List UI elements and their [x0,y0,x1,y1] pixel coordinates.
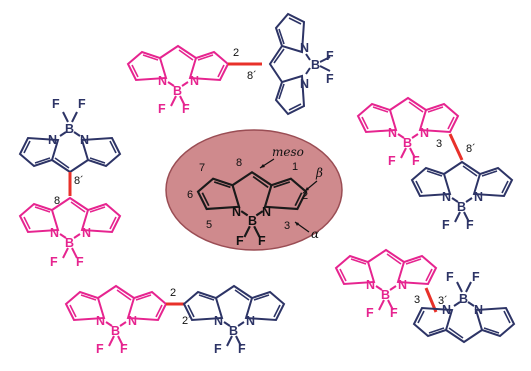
dimer-8-8prime-top-locant: 8´ [74,175,84,187]
core-position-2: 2 [302,190,308,202]
core-structure: N B N F F 8 7 6 5 3 2 1 meso β α [165,129,343,251]
atom-f: F [78,97,86,111]
dimer-8-8prime-unit-top [19,111,121,173]
atom-f: F [238,342,246,356]
atom-b: B [173,84,182,98]
dimer-2-8prime-right-locant: 8´ [247,70,257,82]
atom-n: N [82,226,91,240]
atom-f: F [52,97,60,111]
atom-n: N [158,74,167,88]
core-atom-b: B [248,214,257,228]
atom-f: F [158,102,166,116]
dimer-3-8prime-right-locant: 8´ [466,143,476,155]
atom-f: F [412,154,420,168]
atom-f: F [120,342,128,356]
core-label-meso: meso [272,145,304,159]
atom-n: N [50,226,59,240]
dimer-3-3prime-right-locant: 3´ [438,295,448,307]
dimer-2-8prime-left-locant: 2 [233,47,239,59]
core-atom-n-right: N [262,205,271,219]
atom-n: N [442,190,451,204]
dimer-2-2prime: N B N F F 2 2´ N B N F F [65,285,285,356]
atom-b: B [459,292,468,306]
atom-n: N [190,74,199,88]
atom-f: F [50,255,58,269]
atom-b: B [457,200,466,214]
atom-f: F [472,270,480,284]
atom-n: N [388,126,397,140]
atom-b: B [229,324,238,338]
core-atom-n-left: N [232,205,241,219]
dimer-3-8prime-left-locant: 3 [436,138,442,150]
atom-f: F [76,255,84,269]
atom-n: N [474,190,483,204]
core-atom-f-left: F [236,234,244,248]
atom-f: F [366,306,374,320]
core-position-5: 5 [206,219,212,231]
atom-n: N [442,303,451,317]
atom-f: F [466,218,474,232]
core-position-1: 1 [292,161,298,173]
dimer-8-8prime: B N N F F 8´ 8 N B N F F [19,97,121,269]
core-position-8: 8 [236,157,242,169]
dimer-3-3prime: N B N F F 3 3´ B N N F F [335,249,515,343]
atom-f: F [214,342,222,356]
atom-f: F [96,342,104,356]
atom-n: N [128,314,137,328]
atom-n: N [300,77,309,91]
core-ellipse [165,129,343,251]
atom-n: N [96,314,105,328]
atom-f: F [390,306,398,320]
atom-n: N [474,303,483,317]
atom-b: B [65,122,74,136]
dimer-3-3prime-left-locant: 3 [414,294,420,306]
atom-b: B [65,236,74,250]
core-label-alpha: α [311,227,319,241]
atom-f: F [388,154,396,168]
atom-b: B [403,136,412,150]
atom-f: F [446,270,454,284]
dimer-2-8prime: N B N F F 2 8´ N B N F F [127,13,334,116]
link-bond [448,133,464,161]
core-position-6: 6 [187,189,193,201]
atom-b: B [381,288,390,302]
atom-n: N [366,278,375,292]
atom-f: F [326,72,334,86]
atom-b: B [111,324,120,338]
core-position-3: 3 [284,220,290,232]
atom-f: F [182,102,190,116]
atom-b: B [311,58,320,72]
dimer-8-8prime-bottom-locant: 8 [54,195,60,207]
dimer-2-2prime-right-locant: 2´ [182,315,192,327]
atom-n: N [420,126,429,140]
dimer-3-8prime: N B N F F 3 8´ N B N F F [357,97,513,232]
dimer-2-2prime-left-locant: 2 [170,287,176,299]
atom-f: F [442,218,450,232]
atom-n: N [246,314,255,328]
atom-n: N [48,133,57,147]
atom-n: N [80,133,89,147]
atom-n: N [300,41,309,55]
dimer-3-3prime-unit-b [413,281,515,343]
core-position-7: 7 [199,162,205,174]
atom-n: N [214,314,223,328]
atom-f: F [326,49,334,63]
core-atom-f-right: F [258,234,266,248]
dimer-2-8prime-unit-b [269,13,331,115]
atom-n: N [398,278,407,292]
core-label-beta: β [315,166,323,180]
